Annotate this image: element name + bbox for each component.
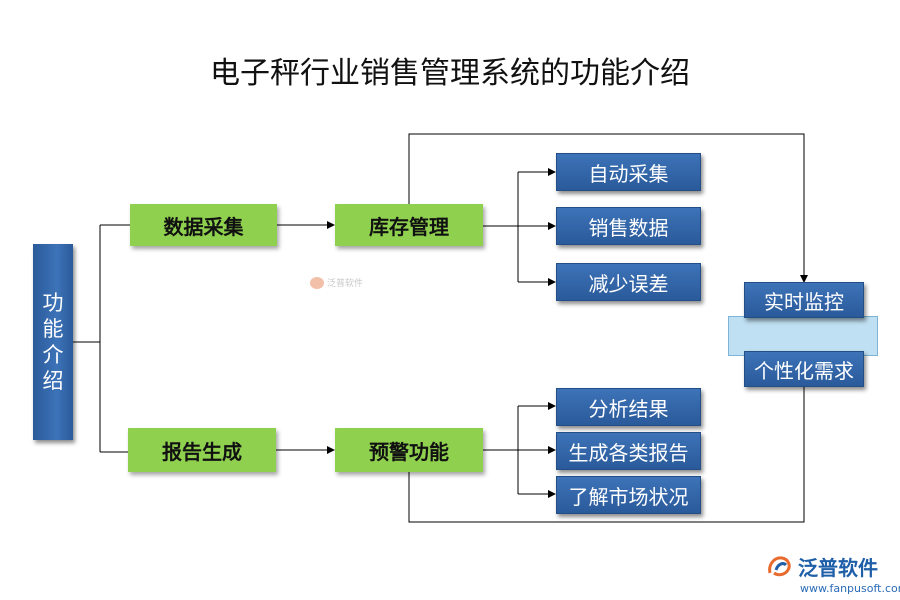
node-sales-data: 销售数据 — [556, 207, 701, 245]
node-custom-needs: 个性化需求 — [744, 351, 864, 387]
page-title: 电子秤行业销售管理系统的功能介绍 — [210, 56, 690, 91]
root-char: 能 — [42, 317, 64, 341]
node-inventory-management: 库存管理 — [335, 204, 483, 246]
fanpu-logo-icon — [768, 555, 791, 576]
logo-url: www.fanpusoft.com — [800, 582, 900, 595]
watermark-text: 泛普软件 — [327, 279, 364, 289]
node-report-generation: 报告生成 — [128, 428, 276, 472]
brand-logo: 泛普软件 — [766, 552, 878, 581]
root-char: 绍 — [42, 369, 64, 393]
node-auto-collect: 自动采集 — [556, 153, 701, 191]
watermark-icon — [310, 276, 324, 289]
watermark: 泛普软件 — [310, 276, 363, 289]
root-char: 功 — [42, 291, 64, 315]
root-node-function-intro: 功 能 介 绍 — [33, 244, 73, 440]
inventory-branch-lines — [483, 172, 519, 282]
logo-text: 泛普软件 — [798, 556, 878, 580]
loop-bottom-line — [408, 386, 805, 523]
light-blue-band — [728, 316, 878, 356]
node-market-status: 了解市场状况 — [556, 476, 701, 514]
node-analysis-results: 分析结果 — [556, 388, 701, 426]
node-realtime-monitor: 实时监控 — [744, 282, 864, 318]
root-char: 介 — [42, 343, 64, 367]
loop-top-line — [408, 133, 808, 283]
node-generate-reports: 生成各类报告 — [556, 432, 701, 470]
node-data-collection: 数据采集 — [130, 204, 277, 246]
node-reduce-error: 减少误差 — [556, 263, 701, 301]
node-warning-function: 预警功能 — [335, 428, 483, 472]
root-branch-lines — [73, 224, 130, 453]
